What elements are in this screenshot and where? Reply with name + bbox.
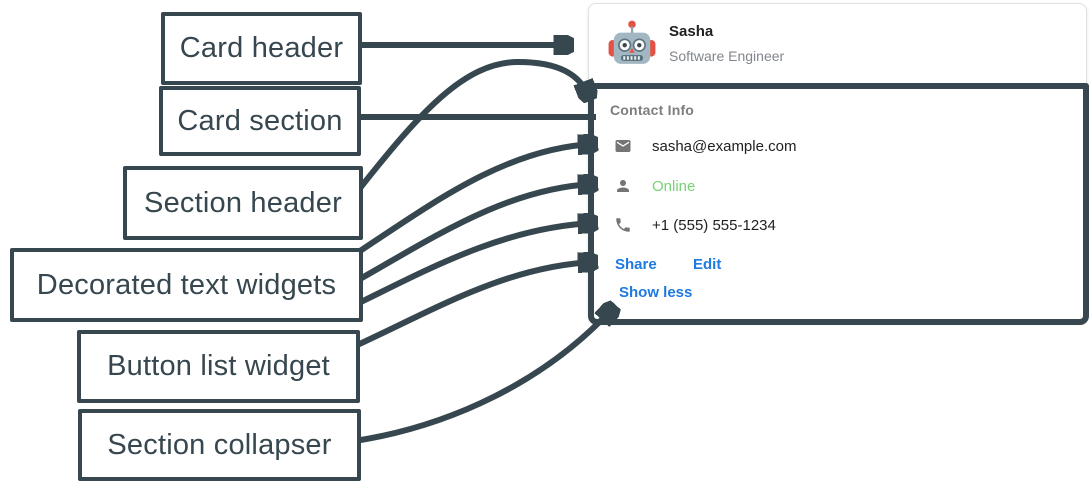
arrow-decorated-text-3 bbox=[349, 223, 594, 310]
user-role: Software Engineer bbox=[669, 48, 785, 64]
mail-icon bbox=[615, 140, 631, 152]
section-header: Contact Info bbox=[610, 102, 695, 118]
arrow-decorated-text-2 bbox=[349, 184, 594, 287]
arrow-section-collapser bbox=[354, 308, 613, 444]
annotation-button-list-widget: Button list widget bbox=[77, 330, 360, 403]
arrow-section-header bbox=[354, 58, 589, 194]
profile-card: Sasha Software Engineer Contact Info sas… bbox=[588, 3, 1089, 325]
user-name: Sasha bbox=[669, 23, 714, 40]
status-text: Online bbox=[652, 177, 696, 195]
annotation-card-section: Card section bbox=[159, 86, 361, 156]
annotation-card-header: Card header bbox=[161, 12, 362, 85]
annotation-section-header: Section header bbox=[123, 166, 363, 240]
phone-text: +1 (555) 555-1234 bbox=[652, 216, 776, 234]
annotation-section-collapser: Section collapser bbox=[78, 409, 361, 481]
arrow-button-list bbox=[351, 262, 594, 350]
edit-button[interactable]: Edit bbox=[693, 256, 722, 273]
card-header: Sasha Software Engineer bbox=[589, 4, 1086, 83]
section-collapser-button[interactable]: Show less bbox=[619, 284, 693, 301]
arrow-decorated-text-1 bbox=[349, 144, 594, 260]
email-text: sasha@example.com bbox=[652, 137, 797, 155]
phone-icon bbox=[616, 218, 630, 232]
card-section: Contact Info sasha@example.com Online +1… bbox=[588, 83, 1089, 325]
share-button[interactable]: Share bbox=[615, 256, 657, 273]
person-icon bbox=[617, 180, 629, 192]
robot-avatar-icon bbox=[608, 20, 656, 64]
annotation-decorated-text-widgets: Decorated text widgets bbox=[10, 248, 363, 322]
